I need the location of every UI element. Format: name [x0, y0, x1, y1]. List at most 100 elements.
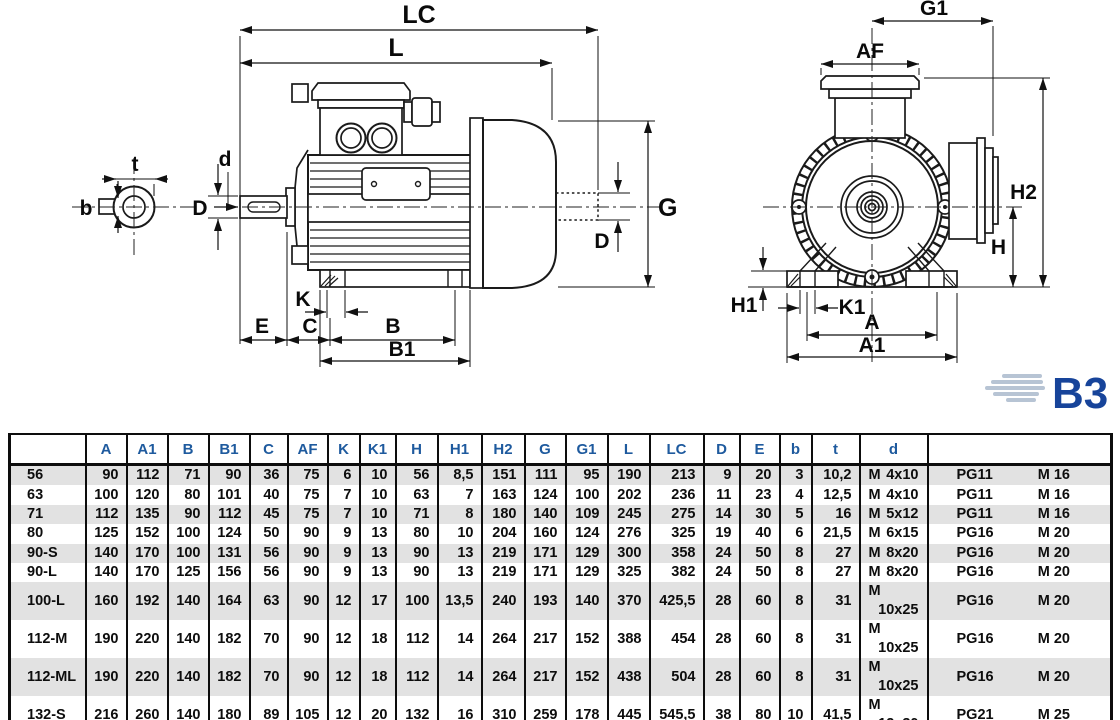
dimension-value: 264 [480, 620, 525, 659]
dimension-value: 112 [394, 620, 438, 659]
dimension-value: 30 [738, 504, 780, 525]
dimension-value: 24 [702, 562, 740, 583]
dimension-value: 217 [523, 658, 566, 697]
frame-size-label: 100-L [8, 582, 86, 621]
column-header: H2 [480, 434, 525, 466]
dimension-value: 12 [326, 658, 360, 697]
dimension-value: 13 [436, 562, 482, 583]
dimension-value: 100 [84, 485, 127, 505]
dimension-value: 19 [702, 524, 740, 544]
dimension-value: 24 [702, 543, 740, 563]
dimension-value: 425,5 [648, 582, 704, 621]
dimension-value: 220 [125, 658, 168, 697]
column-header: B [166, 434, 209, 466]
dimension-value: 89 [248, 696, 288, 720]
dim-label-K: K [295, 288, 310, 311]
column-header [926, 434, 1112, 466]
dimension-value: 190 [84, 658, 127, 697]
dimension-value: 178 [564, 696, 608, 720]
dimension-value: 14 [436, 658, 482, 697]
dimension-value: 40 [248, 485, 288, 505]
dimension-value: 10,2 [810, 464, 860, 486]
dimension-value: 170 [125, 543, 168, 563]
dimension-value: 90 [286, 620, 328, 659]
shaft-thread-value: M12x30 [858, 696, 928, 720]
motor-disc-icon [985, 374, 1045, 402]
dimension-value: 152 [564, 620, 608, 659]
dim-label-D-left: D [192, 197, 207, 220]
dimension-value: 36 [248, 464, 288, 486]
dimension-value: 163 [480, 485, 525, 505]
dim-label-E: E [255, 315, 269, 338]
dimension-value: 90 [84, 464, 127, 486]
column-header: G1 [564, 434, 608, 466]
dimension-value: 41,5 [810, 696, 860, 720]
dimension-value: 4 [778, 485, 812, 505]
dimension-value: 171 [523, 543, 566, 563]
dim-label-AF: AF [856, 40, 884, 63]
dimension-value: 70 [248, 620, 288, 659]
dim-label-H: H [991, 236, 1006, 259]
dimension-value: 180 [207, 696, 250, 720]
dimension-value: 75 [286, 504, 328, 525]
column-header: C [248, 434, 288, 466]
cable-gland [403, 101, 413, 123]
column-header: K [326, 434, 360, 466]
dimension-value: 112 [394, 658, 438, 697]
dimension-value: 50 [738, 543, 780, 563]
cable-gland-front [948, 137, 999, 244]
dimension-value: 156 [207, 562, 250, 583]
dimension-value: 90 [286, 543, 328, 563]
dimension-value: 111 [523, 464, 566, 486]
dimension-value: 454 [648, 620, 704, 659]
column-header: A1 [125, 434, 168, 466]
dimension-value: 12 [326, 620, 360, 659]
frame-size-label: 90-L [8, 562, 86, 583]
dimension-value: 50 [248, 524, 288, 544]
column-header: A [84, 434, 127, 466]
dimension-value: 3 [778, 464, 812, 486]
dimension-value: 109 [564, 504, 608, 525]
dimension-value: 140 [166, 620, 209, 659]
dimension-value: 5 [778, 504, 812, 525]
dimension-value: 45 [248, 504, 288, 525]
dimension-value: 164 [207, 582, 250, 621]
dimension-value: 140 [166, 582, 209, 621]
dimension-value: 124 [564, 524, 608, 544]
dimension-value: 216 [84, 696, 127, 720]
dimension-value: 276 [606, 524, 650, 544]
dimension-value: 56 [394, 464, 438, 486]
dimension-value: 27 [810, 562, 860, 583]
dimension-value: 7 [326, 504, 360, 525]
dimension-value: 160 [84, 582, 127, 621]
dim-label-K1: K1 [839, 296, 866, 319]
dimension-value: 100 [564, 485, 608, 505]
dimension-value: 31 [810, 620, 860, 659]
dimension-value: 10 [436, 524, 482, 544]
dimension-value: 71 [166, 464, 209, 486]
column-header: AF [286, 434, 328, 466]
dimension-value: 95 [564, 464, 608, 486]
dimension-value: 20 [738, 464, 780, 486]
dimension-value: 152 [564, 658, 608, 697]
dimension-value: 90 [394, 543, 438, 563]
dimension-value: 90 [286, 562, 328, 583]
dimension-value: 9 [326, 562, 360, 583]
frame-size-label: 71 [8, 504, 86, 525]
dimension-value: 245 [606, 504, 650, 525]
dimension-value: 80 [166, 485, 209, 505]
dimension-value: 50 [738, 562, 780, 583]
dimension-value: 100 [166, 543, 209, 563]
dimension-value: 18 [358, 658, 396, 697]
dimension-value: 10 [358, 464, 396, 486]
